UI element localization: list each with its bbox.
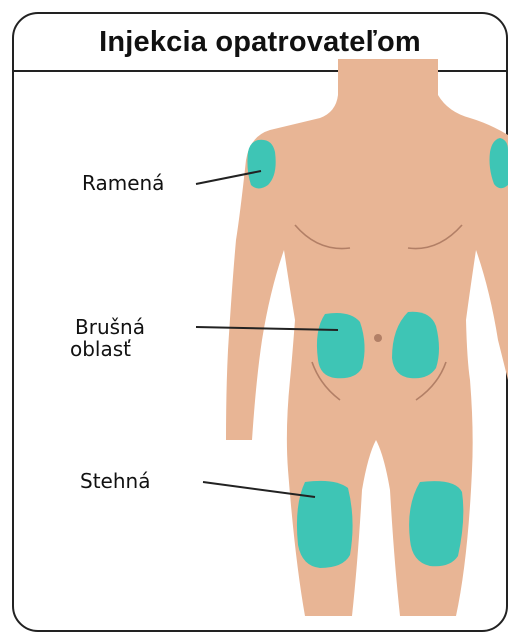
abdomen-label-line2: oblasť [70,338,131,360]
navel [374,334,382,342]
thighs-label: Stehná [80,470,150,492]
abdomen-zone-left [317,313,365,378]
abdomen-label-line1: Brušná [75,316,145,338]
shoulders-label: Ramená [82,172,164,194]
thigh-zone-left [297,481,353,568]
thigh-zone-right [409,481,463,566]
body-illustration [0,0,511,616]
diagram-stage: Injekcia opatrovateľom Ramená Brušná obl… [0,0,511,616]
